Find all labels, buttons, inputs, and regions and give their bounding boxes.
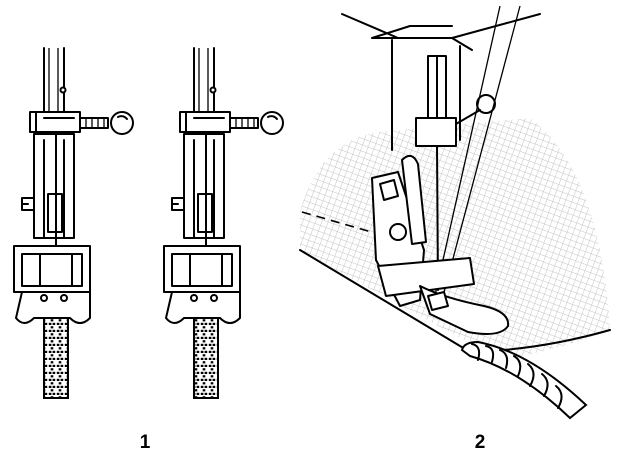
presser-foot-with-cord-left <box>13 47 134 399</box>
presser-foot-with-cord-right <box>163 47 284 399</box>
figure-label-2: 2 <box>475 432 486 453</box>
clamp-screw-knob-icon <box>476 94 496 114</box>
clamp-screw-knob-icon <box>260 111 284 135</box>
sewing-perspective-view <box>299 5 611 420</box>
stitch-line <box>301 211 421 247</box>
figure-label-1: 1 <box>140 432 151 453</box>
clamp-screw-knob-icon <box>110 111 134 135</box>
